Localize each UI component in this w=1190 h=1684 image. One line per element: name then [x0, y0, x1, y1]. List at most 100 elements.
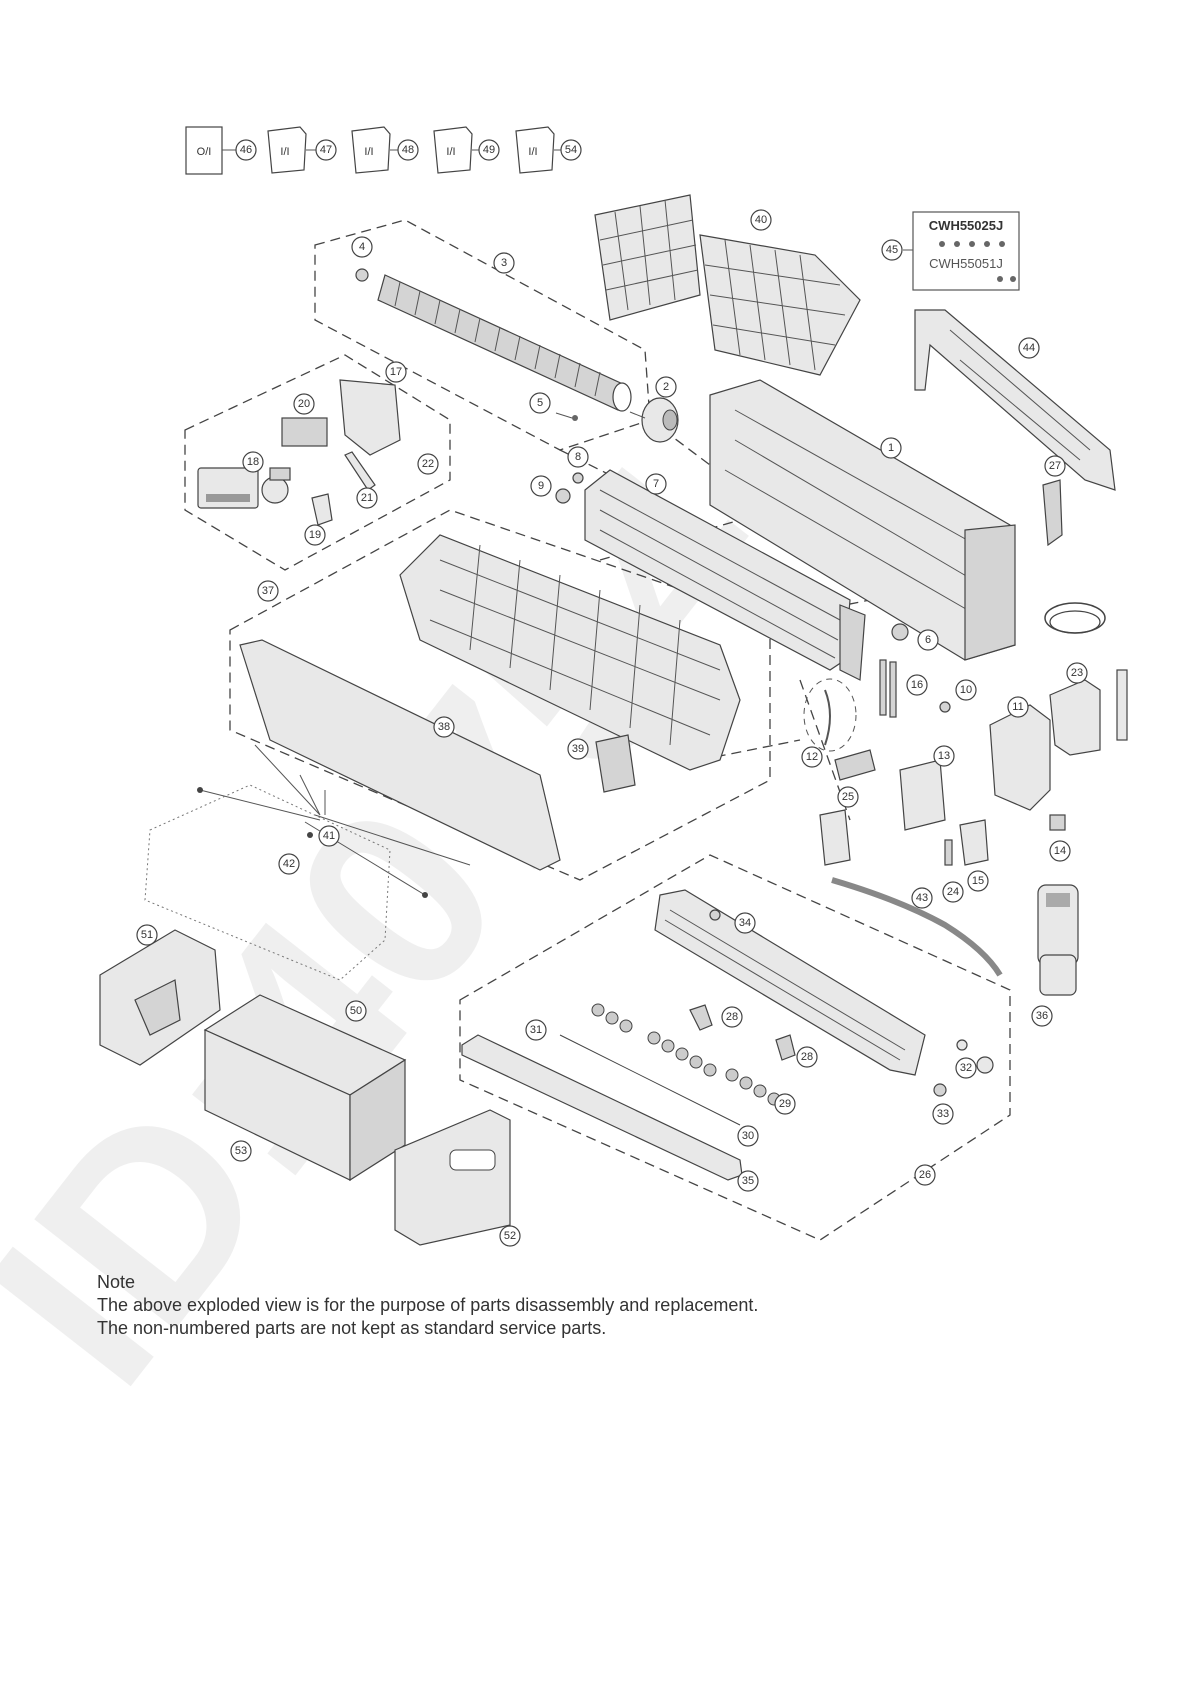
bracket-25	[819, 809, 851, 866]
screw-icons	[939, 241, 1016, 282]
callout-38: 38	[433, 716, 455, 738]
callout-46: 46	[235, 139, 257, 161]
callout-6-label: 6	[925, 634, 931, 646]
cross-flow-fan	[377, 274, 632, 412]
manual-48-label: I/I	[364, 146, 373, 158]
callout-29-label: 29	[779, 1098, 791, 1110]
callout-34-label: 34	[739, 917, 751, 929]
packing-52	[394, 1109, 511, 1246]
manual-i-i-47: I/I	[267, 126, 316, 174]
leader-evap-to-drain	[799, 679, 851, 821]
callout-35-label: 35	[742, 1175, 754, 1187]
connector-14	[1049, 814, 1066, 831]
fan-nut-8	[572, 472, 584, 484]
callout-20: 20	[293, 393, 315, 415]
callout-17-label: 17	[390, 366, 402, 378]
callout-27: 27	[1044, 455, 1066, 477]
callout-30-label: 30	[742, 1130, 754, 1142]
callout-41: 41	[318, 825, 340, 847]
callout-18-label: 18	[247, 456, 259, 468]
callout-3-label: 3	[501, 257, 507, 269]
callout-53: 53	[230, 1140, 252, 1162]
callout-50-label: 50	[350, 1005, 362, 1017]
callout-21-label: 21	[361, 492, 373, 504]
callout-54: 54	[560, 139, 582, 161]
callout-20-label: 20	[298, 398, 310, 410]
remote-control	[1037, 884, 1079, 996]
note-heading: Note	[97, 1272, 136, 1292]
callout-30: 30	[737, 1125, 759, 1147]
fan-nut-9	[555, 488, 571, 504]
callout-28b: 28	[796, 1046, 818, 1068]
callout-16: 16	[906, 674, 928, 696]
callout-42: 42	[278, 853, 300, 875]
callout-19-label: 19	[309, 529, 321, 541]
bearing	[355, 268, 369, 282]
callout-36: 36	[1031, 1005, 1053, 1027]
callout-37-label: 37	[262, 585, 274, 597]
callout-4-label: 4	[359, 241, 365, 253]
screw-5	[555, 412, 578, 421]
bracket-27	[1042, 479, 1063, 547]
callout-47-label: 47	[320, 144, 332, 156]
kit-title: CWH55025J	[929, 218, 1003, 233]
evaporator	[584, 469, 866, 681]
callout-46-label: 46	[240, 144, 252, 156]
callout-28b-label: 28	[801, 1051, 813, 1063]
manual-47-label: I/I	[280, 146, 289, 158]
callout-10-label: 10	[960, 684, 972, 696]
cover-23	[1049, 679, 1101, 756]
callout-9-label: 9	[538, 480, 544, 492]
note-line-2: The non-numbered parts are not kept as s…	[97, 1318, 607, 1338]
callout-52-label: 52	[504, 1230, 516, 1242]
callout-11-label: 11	[1012, 701, 1023, 713]
callout-54-label: 54	[565, 144, 577, 156]
callout-15: 15	[967, 870, 989, 892]
callout-29: 29	[774, 1093, 796, 1115]
manual-o-i: O/I	[185, 126, 236, 175]
callout-11: 11	[1007, 696, 1029, 718]
callout-1-label: 1	[888, 442, 894, 454]
manual-i-i-49: I/I	[433, 126, 479, 174]
callout-48: 48	[397, 139, 419, 161]
sensor-10	[939, 701, 951, 713]
callout-32-label: 32	[960, 1062, 972, 1074]
callout-50: 50	[345, 1000, 367, 1022]
front-grille	[399, 534, 741, 771]
manual-49-label: I/I	[446, 146, 455, 158]
manual-i-i-54: I/I	[515, 126, 561, 174]
packing-51	[99, 929, 221, 1066]
callout-25-label: 25	[842, 791, 854, 803]
screws-41-42	[197, 744, 471, 898]
callout-43-label: 43	[916, 892, 928, 904]
control-board-casing	[339, 379, 401, 456]
callout-10: 10	[955, 679, 977, 701]
callout-5: 5	[529, 392, 551, 414]
callout-35: 35	[737, 1170, 759, 1192]
holder-19	[311, 493, 333, 526]
callout-40-label: 40	[755, 214, 767, 226]
callout-14-label: 14	[1054, 845, 1066, 857]
callout-4: 4	[351, 236, 373, 258]
callout-3: 3	[493, 252, 515, 274]
callout-9: 9	[530, 475, 552, 497]
callout-2-label: 2	[663, 381, 669, 393]
callout-13: 13	[933, 745, 955, 767]
callout-22-label: 22	[422, 458, 434, 470]
drain-pan	[654, 889, 926, 1076]
callout-26-label: 26	[919, 1169, 931, 1181]
wire-loop	[803, 678, 857, 752]
callout-17: 17	[385, 361, 407, 383]
callout-28a-label: 28	[726, 1011, 738, 1023]
display-unit	[197, 467, 259, 509]
carton-box	[203, 994, 407, 1182]
callout-18: 18	[242, 451, 264, 473]
callout-44: 44	[1018, 337, 1040, 359]
callout-49-label: 49	[483, 144, 495, 156]
callout-41-label: 41	[323, 830, 335, 842]
callout-12-label: 12	[806, 751, 818, 763]
callout-1: 1	[880, 437, 902, 459]
callout-25: 25	[837, 786, 859, 808]
callout-52: 52	[499, 1225, 521, 1247]
